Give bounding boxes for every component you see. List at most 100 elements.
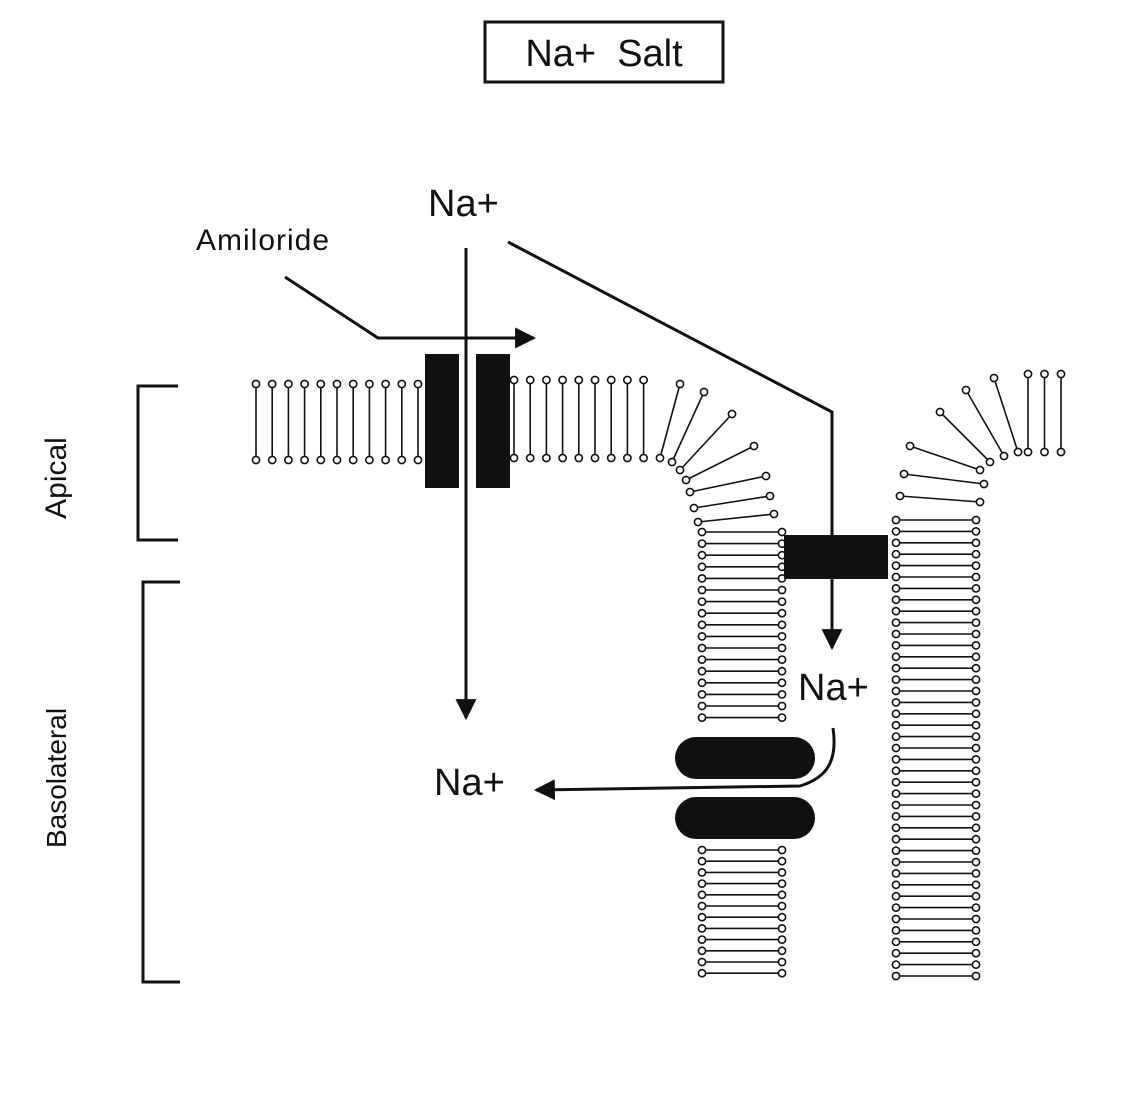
lipid-molecule [891, 812, 981, 821]
lipid-molecule [558, 375, 567, 463]
lipid-molecule [267, 379, 277, 465]
lipid-molecule [697, 901, 787, 911]
lipid-molecule [697, 666, 787, 676]
lipid-molecule [525, 375, 535, 463]
lipid-molecule [332, 379, 342, 465]
lipid-molecule [697, 550, 787, 560]
lipid-molecule [891, 515, 981, 525]
lipid-molecule [891, 914, 981, 924]
lipid-molecule [895, 491, 985, 507]
lipid-molecule [891, 971, 981, 981]
lipid-molecule [891, 789, 981, 798]
lipid-molecule [693, 509, 779, 527]
lipid-molecule [689, 491, 775, 513]
title-text: Na+ Salt [525, 33, 683, 75]
basolateral-pump-upper [675, 737, 815, 779]
lipid-molecule [675, 409, 737, 475]
lipid-molecule [623, 375, 632, 463]
lipid-molecule [891, 675, 981, 684]
lipid-molecule [697, 946, 787, 956]
lipid-molecule [891, 800, 981, 810]
lipid-molecule [590, 375, 600, 463]
lipid-molecule [891, 686, 981, 696]
lipid-molecule [891, 846, 981, 855]
lipid-molecule [697, 655, 787, 664]
lipid-molecule [891, 766, 981, 776]
amiloride-channel-right [476, 354, 510, 488]
lipid-molecule [697, 968, 787, 978]
lipid-molecule [891, 641, 981, 650]
lipid-molecule [891, 903, 981, 912]
lipid-molecule [397, 379, 407, 465]
lipid-molecule [891, 720, 981, 730]
lipid-molecule [891, 880, 981, 890]
lipid-molecule [697, 690, 787, 699]
lipid-molecule [300, 379, 309, 465]
lipid-molecule [697, 924, 787, 933]
lipid-molecule [697, 868, 787, 877]
na-right-label: Na+ [798, 667, 869, 709]
lipid-molecule [697, 957, 787, 967]
lipid-molecule [891, 834, 981, 844]
lipid-molecule [891, 663, 981, 673]
lipid-molecule [639, 375, 648, 463]
lipid-molecule [891, 926, 981, 935]
lipid-molecule [891, 652, 981, 662]
lipid-molecule [891, 891, 981, 901]
lipid-molecule [891, 595, 981, 605]
lipid-molecule [1056, 369, 1066, 457]
lipid-molecule [891, 755, 981, 764]
lipid-molecule [891, 549, 981, 559]
lipid-molecule [697, 713, 787, 722]
lipid-molecule [891, 561, 981, 570]
lipid-molecule [697, 608, 787, 618]
lipid-molecule [348, 379, 358, 465]
lipid-molecule [891, 960, 981, 969]
lipid-molecule [697, 632, 787, 641]
lipid-molecule [891, 869, 981, 878]
lipid-molecule [697, 585, 787, 595]
lipid-molecule [697, 678, 787, 688]
amiloride-channel-left [425, 354, 459, 488]
lipid-molecule [697, 574, 787, 583]
apical-bracket [136, 384, 178, 542]
lipid-molecule [667, 387, 709, 467]
apical-label: Apical [40, 437, 73, 519]
lipid-molecule [905, 441, 985, 475]
na-top-label: Na+ [428, 183, 499, 225]
lipid-molecule [364, 379, 374, 465]
lipid-molecule [316, 379, 326, 465]
lipid-molecule [697, 912, 787, 922]
lipid-molecule [697, 643, 787, 653]
lipid-molecule [935, 407, 995, 467]
lipid-molecule [251, 379, 261, 465]
lipid-molecule [891, 629, 981, 639]
lipid-molecule [989, 373, 1023, 457]
basolateral-pump-lower [675, 797, 815, 839]
basolateral-bracket [141, 580, 180, 984]
lipid-molecule [891, 618, 981, 627]
title-box: Na+ Salt [483, 20, 725, 84]
lipid-molecule [891, 857, 981, 867]
lipid-molecule [899, 469, 989, 489]
lipid-molecule [891, 777, 981, 787]
lipid-molecule [891, 584, 981, 593]
lipid-molecule [685, 471, 771, 497]
lipid-molecule [891, 732, 981, 741]
lipid-molecule [891, 709, 981, 719]
basolateral-label: Basolateral [41, 708, 72, 848]
lipid-molecule [697, 935, 787, 944]
lipid-molecule [961, 385, 1009, 461]
lipid-molecule [283, 379, 293, 465]
lipid-molecule [697, 856, 787, 866]
lipid-molecule [1023, 369, 1033, 457]
lipid-molecule [891, 527, 981, 536]
lipid-molecule [1040, 369, 1049, 457]
lipid-molecule [891, 743, 981, 753]
na-basolateral-exit-arrow [533, 727, 836, 801]
lipid-molecule [891, 937, 981, 947]
lipid-molecule [655, 379, 685, 463]
amiloride-label: Amiloride [196, 224, 330, 257]
lipid-molecule [697, 620, 787, 630]
lipid-molecule [697, 597, 787, 606]
